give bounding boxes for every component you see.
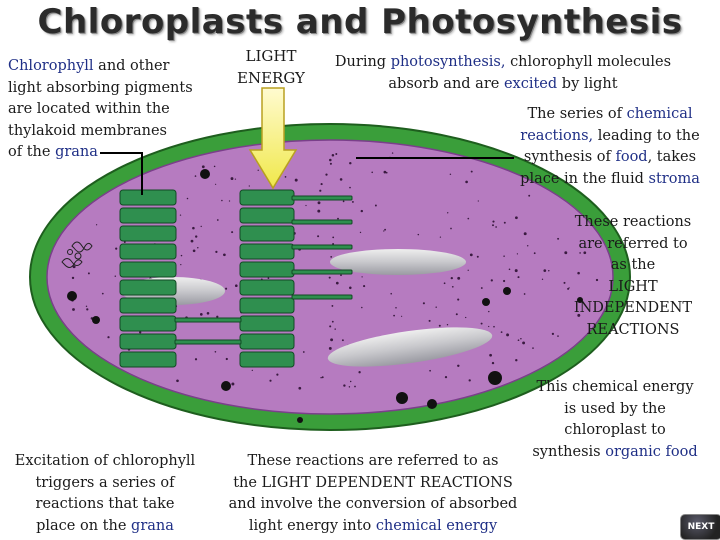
thylakoid-disc xyxy=(239,225,295,242)
light-independent-label: These reactions are referred to as the L… xyxy=(573,214,693,338)
light-energy-arrow xyxy=(248,87,298,190)
light-energy-label: LIGHT ENERGY xyxy=(237,47,305,87)
page-title: Chloroplasts and Photosynthesis xyxy=(37,2,683,42)
thylakoid-disc xyxy=(119,315,177,332)
next-button[interactable]: NEXT xyxy=(680,514,720,540)
thylakoid-disc xyxy=(239,279,295,296)
stroma-lamellae xyxy=(174,195,353,345)
lamella xyxy=(327,327,493,367)
thylakoid-disc xyxy=(239,243,295,260)
thylakoid-disc xyxy=(119,225,177,242)
thylakoid-disc xyxy=(119,207,177,224)
thylakoid-disc xyxy=(119,243,177,260)
granum-stack-left xyxy=(119,189,177,368)
excitation-label: Excitation of chlorophyll triggers a ser… xyxy=(14,453,196,534)
thylakoid-disc xyxy=(239,297,295,314)
thylakoid-disc xyxy=(119,279,177,296)
pigments-label: Chlorophyll and other light absorbing pi… xyxy=(8,58,193,160)
thylakoid-disc xyxy=(119,333,177,350)
thylakoid-disc xyxy=(119,351,177,368)
granum-stack-middle xyxy=(239,189,295,368)
thylakoid-disc xyxy=(239,333,295,350)
thylakoid-disc xyxy=(239,315,295,332)
chemical-energy-label: This chemical energy is used by the chlo… xyxy=(532,379,698,460)
thylakoid-disc xyxy=(239,351,295,368)
lamella xyxy=(330,249,466,275)
squiggle-bodies xyxy=(61,241,93,268)
thylakoid-disc xyxy=(119,261,177,278)
photosynthesis-caption: During photosynthesis, chlorophyll molec… xyxy=(334,54,672,92)
thylakoid-disc xyxy=(239,261,295,278)
thylakoid-disc xyxy=(239,207,295,224)
thylakoid-disc xyxy=(119,297,177,314)
light-dependent-label: These reactions are referred to as the L… xyxy=(228,453,518,534)
thylakoid-disc xyxy=(119,189,177,206)
thylakoid-disc xyxy=(239,189,295,206)
leader-lines xyxy=(100,152,514,195)
stroma-reactions-label: The series of chemical reactions, leadin… xyxy=(520,106,700,187)
